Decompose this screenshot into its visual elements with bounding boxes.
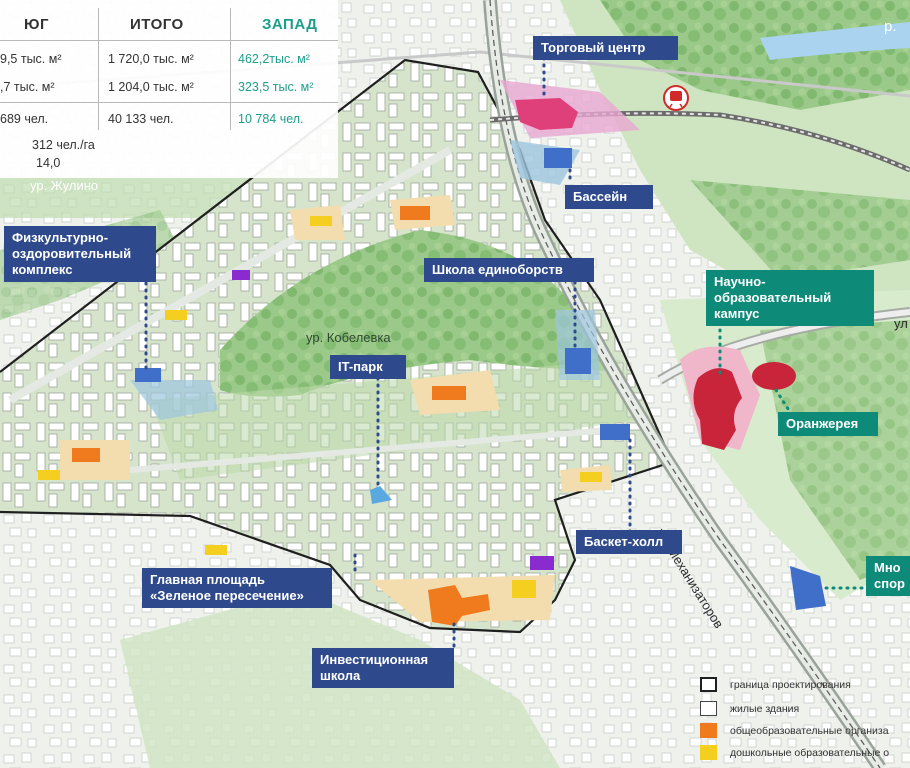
header-total: ИТОГО [130, 16, 184, 33]
legend-label: граница проектирования [730, 679, 851, 691]
legend-label: общеобразовательные организа [730, 725, 889, 737]
label-main-square: Главная площадь «Зеленое пересечение» [142, 568, 332, 608]
stats-table: ЮГ ИТОГО ЗАПАД 9,5 тыс. м² 1 720,0 тыс. … [0, 0, 338, 178]
street-kobelevka: ур. Кобелевка [306, 330, 391, 345]
legend-swatch-residential [700, 701, 717, 716]
table-divider [230, 8, 231, 130]
cell: ,7 тыс. м² [0, 80, 55, 94]
cell: 40 133 чел. [108, 112, 174, 126]
label-martial-school: Школа единоборств [424, 258, 594, 282]
label-sports-complex: Физкультурно- оздоровительный комплекс [4, 226, 156, 282]
street-ul: ул [894, 316, 908, 331]
table-divider [0, 40, 338, 41]
density-value: 312 чел./га [32, 138, 95, 152]
table-divider [0, 102, 338, 103]
header-west: ЗАПАД [262, 16, 318, 33]
river-label: р. [884, 18, 897, 35]
header-south: ЮГ [24, 16, 49, 33]
label-greenhouse: Оранжерея [778, 412, 878, 436]
label-campus: Научно- образовательный кампус [706, 270, 874, 326]
cell: 323,5 тыс. м² [238, 80, 314, 94]
cell: 462,2тыс. м² [238, 52, 310, 66]
table-divider [98, 8, 99, 130]
legend: граница проектирования жилые здания обще… [700, 676, 910, 768]
cell: 9,5 тыс. м² [0, 52, 62, 66]
cell: 10 784 чел. [238, 112, 304, 126]
legend-swatch-school [700, 723, 717, 738]
label-invest-school: Инвестиционная школа [312, 648, 454, 688]
extra-value: 14,0 [36, 156, 61, 170]
label-pool: Бассейн [565, 185, 653, 209]
legend-swatch-boundary [700, 677, 717, 692]
legend-label: жилые здания [730, 703, 800, 715]
street-zhulino: ур. Жулино [30, 178, 99, 193]
cell: 1 204,0 тыс. м² [108, 80, 194, 94]
legend-label: дошкольные образовательные о [730, 747, 890, 759]
cell: 1 720,0 тыс. м² [108, 52, 194, 66]
label-mall: Торговый центр [533, 36, 678, 60]
label-it-park: IT-парк [330, 355, 406, 379]
label-basket-hall: Баскет-холл [576, 530, 682, 554]
cell: 689 чел. [0, 112, 49, 126]
label-multi-sport: Мно спор [866, 556, 910, 596]
legend-swatch-kindergarten [700, 745, 717, 760]
